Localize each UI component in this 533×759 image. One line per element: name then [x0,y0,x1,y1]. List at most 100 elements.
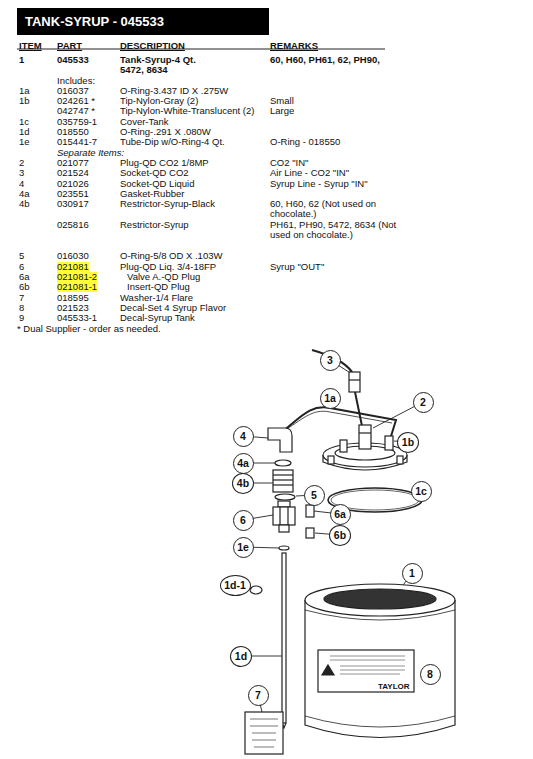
flavor-decal [245,712,283,754]
table-cell: Tip-Nylon-White-Translucent (2) [120,106,254,116]
table-cell: Separate Items: [57,148,124,158]
table-cell: 2 [19,158,24,168]
leader-lines [235,360,430,712]
callout-number: 1c [415,486,427,496]
table-cell: 021081 [57,262,89,272]
table-cell: 023551 [57,189,89,199]
callout-circle: 5 [304,485,325,506]
table-cell: REMARKS [270,41,406,51]
table-cell: O-Ring-5/8 OD X .103W [120,251,222,261]
table-cell: 045533 [57,55,89,65]
table-cell: 042747 * [57,106,95,116]
table-cell: Tank-Syrup-4 Qt. 5472, 8634 [120,55,220,75]
table-cell: 018550 [57,127,89,137]
table-cell: 4b [19,199,30,209]
table-cell: 1c [19,117,29,127]
table-cell: 1 [19,55,24,65]
callout-number: 5 [311,490,317,500]
table-cell: 4 [19,179,24,189]
callout-number: 4b [237,478,249,488]
callout-circle: 1c [411,481,432,502]
table-cell: O-Ring-.291 X .080W [120,127,211,137]
table-cell: Restrictor-Syrup [120,220,189,230]
table-cell: Tip-Nylon-Gray (2) [120,96,198,106]
callout-circle: 6b [329,525,351,546]
table-cell: Washer-1/4 Flare [120,293,193,303]
table-cell: 6 [19,262,24,272]
callout-number: 3 [327,355,333,365]
table-cell: 016030 [57,251,89,261]
table-cell: 1b [19,96,30,106]
table-cell: Plug-QD Liq. 3/4-18FP [120,262,216,272]
callout-circle: 8 [420,664,441,685]
table-cell: DESCRIPTION [120,41,185,51]
callout-circle: 1d [230,646,252,667]
table-cell: Large [270,106,406,116]
tank-cover [323,425,407,470]
table-cell: Decal-Set 4 Syrup Flavor [120,303,226,313]
callout-circle: 1 [402,563,423,584]
table-cell: 021077 [57,158,89,168]
co2-socket [312,350,362,426]
syrup-tank [305,584,455,738]
callout-circle: 1b [397,432,419,453]
callout-number: 1 [409,568,415,578]
table-cell: Small [270,96,406,106]
table-cell: CO2 "IN" [270,158,406,168]
table-cell: 021081-2 [57,272,97,282]
callout-number: 1b [402,437,414,447]
syrup-line [282,407,396,446]
table-cell: 021524 [57,168,89,178]
table-cell: 5 [19,251,24,261]
table-cell: 1d [19,127,30,137]
callout-number: 4 [240,431,246,441]
table-cell: 035759-1 [57,117,97,127]
table-cell: PH61, PH90, 5472, 8634 (Not used on choc… [270,220,406,240]
callout-circle: 7 [248,685,269,706]
table-cell: 60, H60, 62 (Not used on chocolate.) [270,199,406,219]
callout-number: 7 [255,690,261,700]
table-cell: Valve A.-QD Plug [127,272,200,282]
table-cell: Insert-QD Plug [127,282,190,292]
callout-number: 1d [235,651,247,661]
table-cell: Restrictor-Syrup-Black [120,199,215,209]
table-cell: 9 [19,313,24,323]
table-cell: 016037 [57,86,89,96]
table-cell: Cover-Tank [120,117,169,127]
callout-number: 4a [237,458,249,468]
table-cell: * Dual Supplier - order as needed. [17,324,161,334]
table-cell: 015441-7 [57,137,97,147]
table-cell: 045533-1 [57,313,97,323]
callout-circle: 6a [330,504,351,525]
table-cell: ITEM [19,41,42,51]
callout-circle: 2 [413,392,434,413]
callout-circle: 1d-1 [220,575,251,596]
callout-circle: 4b [232,473,254,494]
table-cell: Gasket-Rubber [120,189,184,199]
table-cell: 4a [19,189,30,199]
table-cell: 025816 [57,220,89,230]
table-cell: Includes: [57,76,95,86]
callout-circle: 4 [233,426,254,447]
callout-number: 6b [334,530,346,540]
table-cell: 6a [19,272,30,282]
callout-number: 6a [334,509,346,519]
decal-text: TAYLOR [378,682,410,692]
table-cell: Air Line - CO2 "IN" [270,168,406,178]
table-cell: Socket-QD Liquid [120,179,194,189]
table-cell: 3 [19,168,24,178]
callout-circle: 1e [233,537,254,558]
table-cell: 1a [19,86,30,96]
table-cell: 60, H60, PH61, 62, PH90, [270,55,406,65]
table-cell: Syrup "OUT" [270,262,406,272]
table-cell: O-Ring - 018550 [270,137,406,147]
callout-number: 6 [240,515,246,525]
table-cell: 021081-1 [57,282,97,292]
table-cell: 021523 [57,303,89,313]
table-cell: Syrup Line - Syrup "IN" [270,179,406,189]
table-cell: 024261 * [57,96,95,106]
table-cell: 018595 [57,293,89,303]
table-cell: 7 [19,293,24,303]
table-cell: 8 [19,303,24,313]
table-cell: Socket-QD CO2 [120,168,189,178]
